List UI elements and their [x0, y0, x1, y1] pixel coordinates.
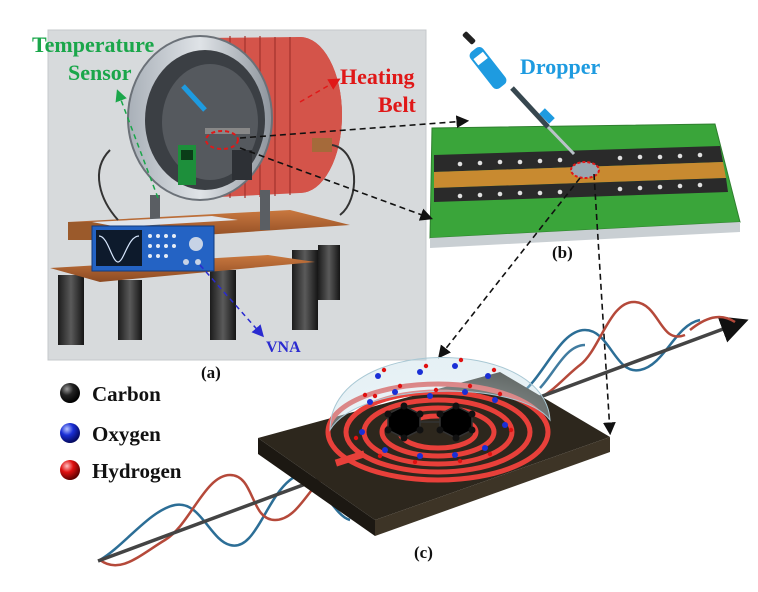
- sensor-label: Sensor: [68, 60, 132, 85]
- heating-label: Heating: [340, 64, 415, 89]
- temperature-arrow: [115, 89, 159, 199]
- arrow-to-dome: [438, 177, 581, 359]
- arrow-to-substrate: [593, 173, 616, 436]
- panel-a-label: (a): [201, 363, 221, 382]
- substrate-block: [258, 357, 610, 536]
- vna-label: VNA: [266, 339, 301, 356]
- legend-label: Oxygen: [92, 422, 161, 446]
- arrow-to-board-top: [239, 115, 470, 139]
- dropper-icon: [462, 31, 576, 156]
- legend-label: Hydrogen: [92, 459, 182, 483]
- dropper-label: Dropper: [520, 54, 600, 79]
- legend-carbon-atom: [60, 383, 80, 403]
- heating-arrow: [299, 78, 341, 103]
- sensor-board: [429, 123, 741, 248]
- em-wave-front: [539, 315, 736, 389]
- arrow-to-board-bottom: [239, 147, 434, 221]
- legend-label: Carbon: [92, 382, 161, 406]
- vna-arrow: [199, 264, 264, 338]
- legend-oxygen-atom: [60, 423, 80, 443]
- temperature-label: Temperature: [32, 32, 154, 57]
- belt-label: Belt: [378, 92, 417, 117]
- panel-b-label: (b): [552, 243, 573, 262]
- panel-c-label: (c): [414, 543, 433, 562]
- legend: Carbon Oxygen Hydrogen: [60, 382, 182, 483]
- legend-hydrogen-atom: [60, 460, 80, 480]
- setup-rendering: [47, 29, 427, 361]
